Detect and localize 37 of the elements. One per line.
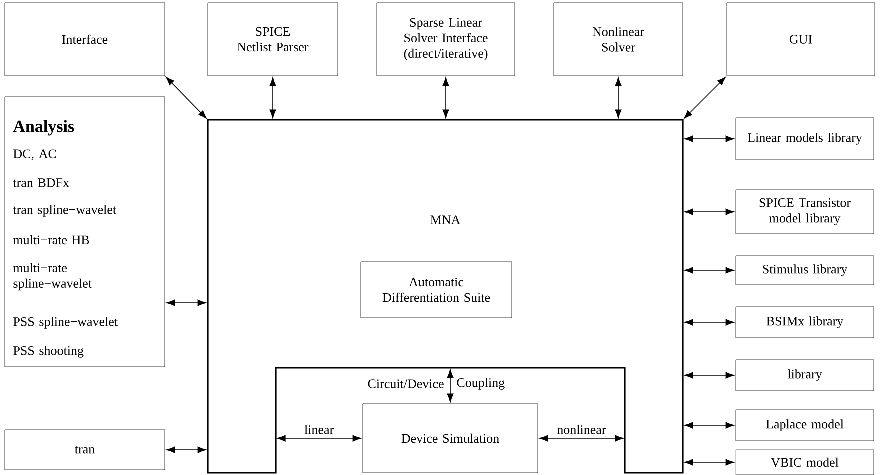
arrow — [684, 136, 734, 142]
arrow — [684, 372, 734, 379]
arrow — [447, 370, 454, 402]
component-box: Stimulus library — [736, 256, 874, 286]
arrow — [540, 435, 624, 442]
component-box: Interface — [4, 2, 166, 76]
component-box: Linear models library — [736, 118, 874, 160]
component-box: Laplace model — [736, 410, 874, 442]
component-box: tran — [4, 430, 166, 470]
component-box: Automatic Differentiation Suite — [360, 262, 512, 318]
arrow — [684, 267, 734, 274]
analysis-box: Analysis DC, AC tran BDFx tran spline−wavelet multi−rate HB multi−rate spline−wavelet PSS spline−wavelet PSS shooting — [4, 96, 166, 368]
component-box: SPICE Transistor model library — [736, 190, 874, 234]
arrow — [166, 446, 206, 454]
arrow — [684, 319, 734, 326]
arrow — [442, 78, 450, 118]
component-box: Nonlinear Solver — [554, 2, 684, 76]
arrow — [277, 435, 362, 442]
arrow — [684, 422, 734, 429]
coupling-label: Coupling — [457, 378, 505, 390]
component-box: SPICE Netlist Parser — [208, 2, 338, 76]
component-box: Device Simulation — [362, 404, 538, 474]
component-box: VBIC model — [736, 450, 874, 475]
arrow — [615, 78, 622, 118]
arrow — [166, 300, 206, 306]
arrow — [270, 78, 276, 118]
edge-label: linear — [304, 425, 334, 434]
coupling-label: Circuit/Device — [368, 380, 444, 388]
arrow — [166, 77, 207, 119]
edge-label: nonlinear — [557, 425, 606, 434]
component-box: GUI — [726, 2, 876, 76]
component-box: library — [736, 360, 874, 392]
component-box: BSIMx library — [736, 306, 874, 338]
component-box: Sparse Linear Solver Interface (direct/iterative) — [376, 2, 516, 76]
arrow — [684, 208, 734, 216]
arrow — [684, 459, 734, 466]
arrow — [684, 77, 726, 119]
